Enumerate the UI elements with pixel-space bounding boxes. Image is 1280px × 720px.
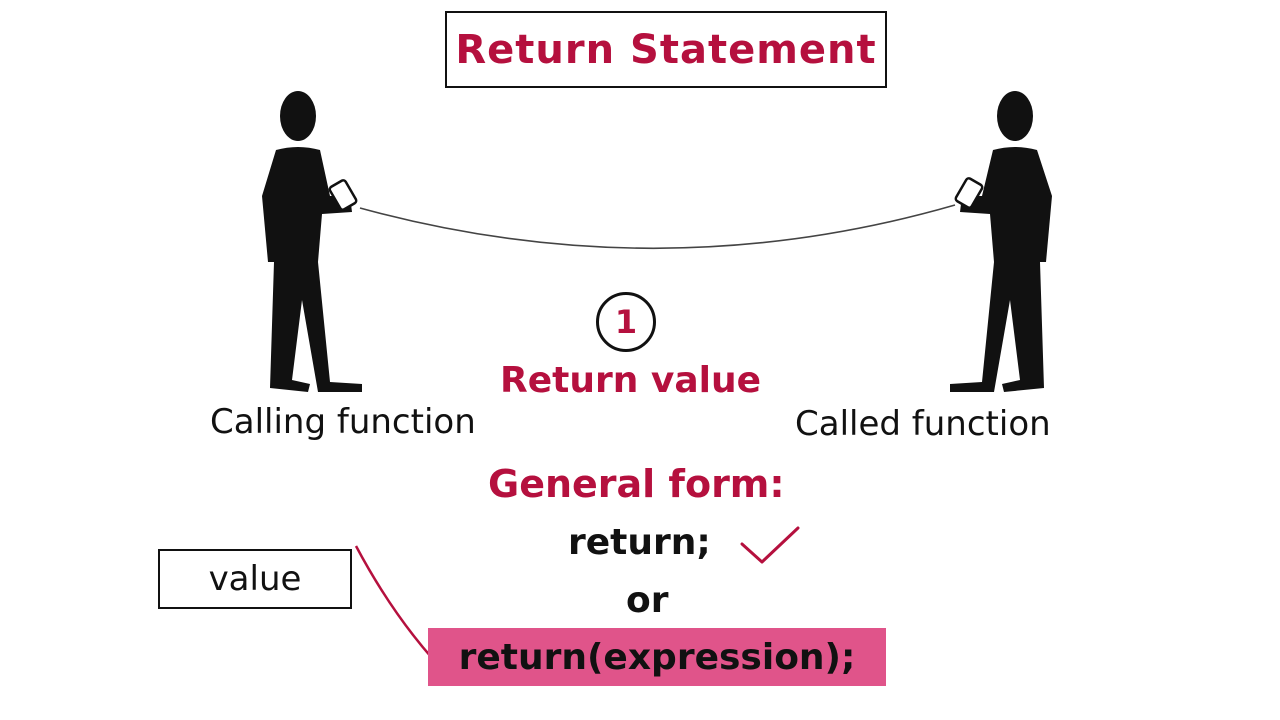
step-number-badge: 1 (596, 292, 656, 352)
callee-can-icon (954, 177, 984, 209)
return-expression-box: return(expression); (428, 628, 886, 686)
checkmark-icon (740, 526, 800, 564)
general-form-label: General form: (488, 462, 785, 506)
or-text: or (626, 580, 669, 621)
caller-label: Calling function (210, 402, 476, 442)
callee-label: Called function (795, 404, 1051, 444)
caller-can-icon (328, 179, 358, 211)
diagram-title: Return Statement (455, 26, 877, 73)
value-box: value (158, 549, 352, 609)
caller-person-icon (262, 91, 362, 392)
callee-person-icon (950, 91, 1052, 392)
form-return: return; (568, 522, 711, 563)
title-box: Return Statement (445, 11, 887, 88)
value-connector-line (354, 545, 433, 659)
tin-can-string (359, 204, 956, 250)
form-return-expression: return(expression); (458, 636, 856, 678)
step-title: Return value (500, 360, 762, 401)
value-label: value (208, 559, 302, 599)
